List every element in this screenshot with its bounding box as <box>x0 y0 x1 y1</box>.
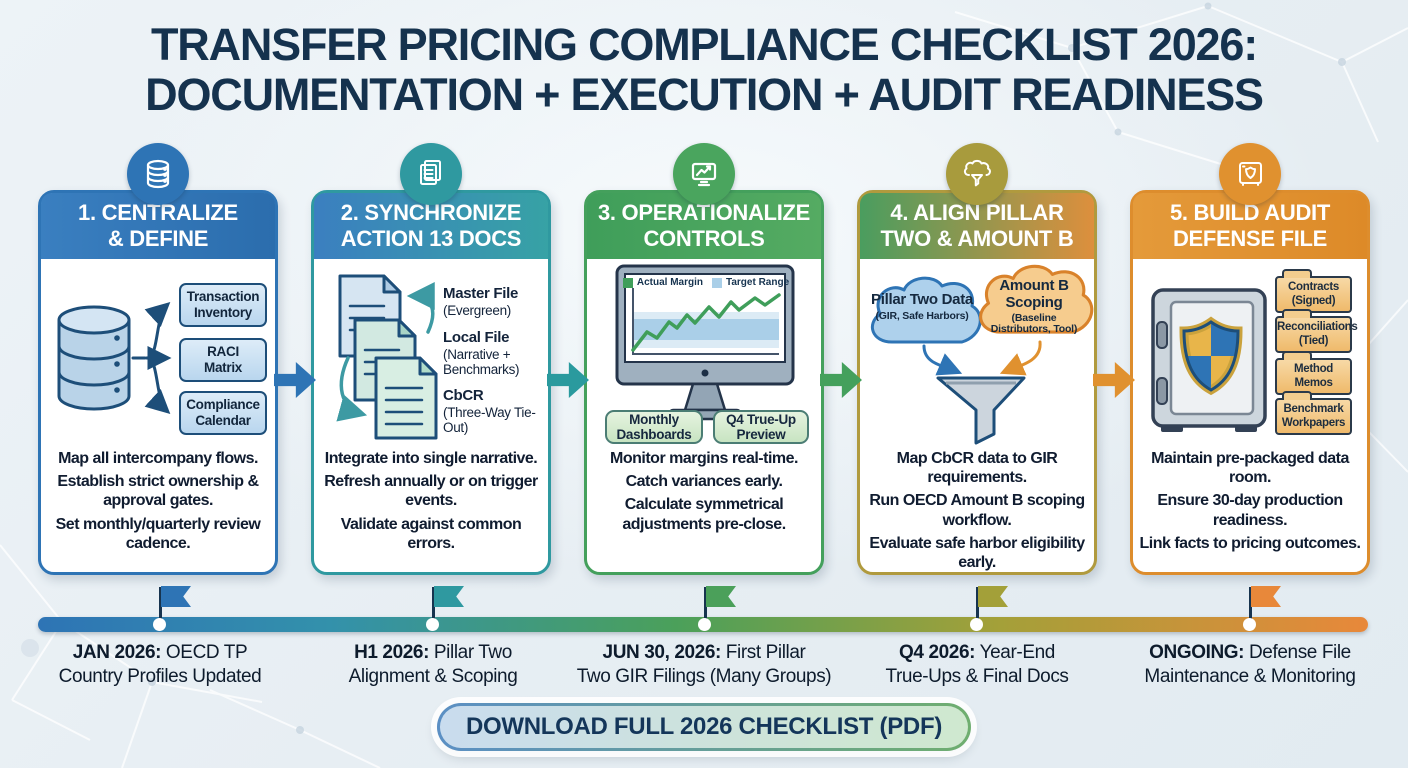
download-checklist-label: DOWNLOAD FULL 2026 CHECKLIST (PDF) <box>439 706 969 748</box>
safe-shield-icon <box>1219 143 1281 205</box>
flag-pole-2 <box>432 587 435 625</box>
milestone-flag-2 <box>434 586 464 607</box>
page-title-line2: DOCUMENTATION + EXECUTION + AUDIT READIN… <box>145 68 1264 120</box>
card-3-illustration: Actual Margin Target Range Monthly Dashb… <box>587 258 821 448</box>
reconciliations-folder: Reconciliations (Tied) <box>1275 309 1358 353</box>
pillar-two-data-label: Pillar Two Data (GIR, Safe Harbors) <box>871 291 973 322</box>
milestone-h1-2026: H1 2026: Pillar Two Alignment & Scoping <box>348 642 518 687</box>
monitor-graphic <box>615 264 795 421</box>
page-title: TRANSFER PRICING COMPLIANCE CHECKLIST 20… <box>0 20 1408 119</box>
monthly-dashboards-pill[interactable]: Monthly Dashboards <box>605 410 703 444</box>
card-4-bullets: Map CbCR data to GIR requirements. Run O… <box>869 450 1085 571</box>
card-centralize-define: 1. CENTRALIZE & DEFINE <box>38 190 278 575</box>
pillar-two-cloud-shape <box>870 276 982 344</box>
timeline-dot-3 <box>698 618 711 631</box>
database-icon <box>127 143 189 205</box>
card-5-illustration: Contracts (Signed) Reconciliations (Tied… <box>1133 258 1367 448</box>
card-2-header: 2. SYNCHRONIZE ACTION 13 DOCS <box>314 193 548 259</box>
benchmark-workpapers-folder: Benchmark Workpapers <box>1275 391 1352 435</box>
actual-margin-line <box>631 293 781 352</box>
transaction-inventory-box: Transaction Inventory <box>179 283 267 327</box>
card-1-bullets: Map all intercompany flows. Establish st… <box>55 450 261 552</box>
timeline-dot-5 <box>1243 618 1256 631</box>
funnel-arrows <box>922 340 1042 376</box>
timeline-dot-4 <box>970 618 983 631</box>
milestone-jan-2026: JAN 2026: OECD TP Country Profiles Updat… <box>58 642 262 687</box>
card-build-audit-defense-file: 5. BUILD AUDIT DEFENSE FILE <box>1130 190 1370 575</box>
milestone-flag-3 <box>706 586 736 607</box>
card-1-title-line2: & DEFINE <box>107 226 209 251</box>
card-2-title-line2: ACTION 13 DOCS <box>340 226 522 251</box>
funnel-graphic <box>936 376 1026 445</box>
branch-arrows <box>131 301 172 415</box>
cloud-funnel-icon <box>946 143 1008 205</box>
amount-b-cloud-shape <box>979 264 1094 334</box>
card-synchronize-docs: 2. SYNCHRONIZE ACTION 13 DOCS <box>311 190 551 575</box>
stacked-documents-graphic <box>338 274 438 440</box>
flag-pole-4 <box>976 587 979 625</box>
local-file-label: Local File (Narrative + Benchmarks) <box>443 329 520 377</box>
raci-matrix-box: RACI Matrix <box>179 338 267 382</box>
shield-graphic <box>1179 316 1243 396</box>
arrow-card2-to-card3 <box>547 362 589 398</box>
card-4-title-line2: TWO & AMOUNT B <box>880 226 1074 251</box>
amount-b-scoping-label: Amount B Scoping (Baseline Distributors,… <box>990 277 1078 336</box>
card-2-bullets: Integrate into single narrative. Refresh… <box>324 450 538 552</box>
milestone-ongoing: ONGOING: Defense File Maintenance & Moni… <box>1144 642 1356 687</box>
card-5-title-line2: DEFENSE FILE <box>1172 226 1328 251</box>
flag-pole-3 <box>704 587 707 625</box>
arrow-card1-to-card2 <box>274 362 316 398</box>
milestone-flag-4 <box>978 586 1008 607</box>
legend-target-range: Target Range <box>711 277 789 288</box>
page-title-line1: TRANSFER PRICING COMPLIANCE CHECKLIST 20… <box>150 19 1258 70</box>
arrow-card3-to-card4 <box>820 362 862 398</box>
method-memos-folder: Method Memos <box>1275 351 1352 395</box>
card-3-title-line2: CONTROLS <box>643 226 765 251</box>
monitor-chart-icon <box>673 143 735 205</box>
download-checklist-button[interactable]: DOWNLOAD FULL 2026 CHECKLIST (PDF) <box>436 703 972 751</box>
contracts-folder: Contracts (Signed) <box>1275 269 1352 313</box>
timeline-dot-1 <box>153 618 166 631</box>
milestone-flag-1 <box>161 586 191 607</box>
card-1-illustration: Transaction Inventory RACI Matrix Compli… <box>41 258 275 448</box>
sync-arrows <box>336 282 435 422</box>
documents-icon <box>400 143 462 205</box>
milestone-jun-30-2026: JUN 30, 2026: First Pillar Two GIR Filin… <box>576 642 832 687</box>
card-5-bullets: Maintain pre-packaged data room. Ensure … <box>1139 450 1361 552</box>
flag-pole-5 <box>1249 587 1252 625</box>
milestone-q4-2026: Q4 2026: Year-End True-Ups & Final Docs <box>885 642 1069 687</box>
card-align-pillar-two-amount-b: 4. ALIGN PILLAR TWO & AMOUNT B <box>857 190 1097 575</box>
card-2-illustration: Master File (Evergreen) Local File (Narr… <box>314 258 548 448</box>
master-file-label: Master File (Evergreen) <box>443 285 519 318</box>
q4-trueup-preview-pill[interactable]: Q4 True-Up Preview <box>713 410 809 444</box>
compliance-calendar-box: Compliance Calendar <box>179 391 267 435</box>
actual-margin-swatch <box>622 277 633 288</box>
database-cylinder-graphic <box>57 305 131 411</box>
card-4-illustration: Pillar Two Data (GIR, Safe Harbors) Amou… <box>860 258 1094 448</box>
milestone-flag-5 <box>1251 586 1281 607</box>
chart-legend: Actual Margin Target Range <box>622 277 789 288</box>
card-operationalize-controls: 3. OPERATIONALIZE CONTROLS <box>584 190 824 575</box>
legend-actual-margin: Actual Margin <box>622 277 703 288</box>
arrow-card4-to-card5 <box>1093 362 1135 398</box>
target-range-swatch <box>711 277 722 288</box>
card-3-bullets: Monitor margins real-time. Catch varianc… <box>610 450 798 533</box>
card-1-header: 1. CENTRALIZE & DEFINE <box>41 193 275 259</box>
timeline-dot-2 <box>426 618 439 631</box>
cbcr-label: CbCR (Three-Way Tie-Out) <box>443 387 536 435</box>
